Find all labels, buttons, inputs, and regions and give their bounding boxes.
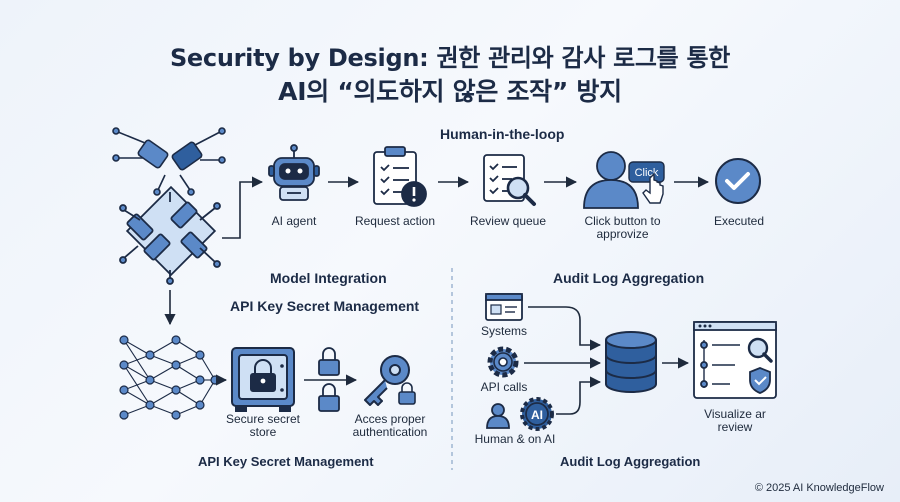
- authentication-label: Acces proper authentication: [352, 412, 428, 439]
- padlock-icon-bottom: [318, 383, 340, 412]
- human-in-the-loop-heading: Human-in-the-loop: [440, 126, 565, 142]
- ai-badge: AI: [531, 408, 543, 422]
- audit-log-heading: Audit Log Aggregation: [553, 270, 705, 286]
- api-key-footer: API Key Secret Management: [198, 454, 374, 469]
- request-action-label: Request action: [354, 214, 436, 228]
- database-icon: [605, 331, 657, 393]
- click-button-label: Click: [635, 167, 659, 179]
- checklist-magnifier-icon: [483, 154, 536, 206]
- api-calls-label: API calls: [480, 380, 528, 394]
- secure-store-label: Secure secret store: [225, 412, 301, 439]
- robot-icon: [268, 144, 320, 201]
- click-button[interactable]: Click: [628, 161, 665, 183]
- flow-lines: [524, 306, 690, 415]
- gear-icon: [487, 346, 519, 378]
- ai-agent-label: AI agent: [271, 214, 317, 228]
- clipboard-alert-icon: [373, 146, 427, 207]
- executed-label: Executed: [713, 214, 765, 228]
- key-icon: [364, 355, 410, 406]
- user-click-icon: [583, 151, 639, 209]
- copyright: © 2025 AI KnowledgeFlow: [754, 482, 884, 494]
- audit-log-footer: Audit Log Aggregation: [560, 454, 701, 469]
- click-approve-label: Click button to approvize: [584, 214, 661, 241]
- visualize-review-label: Visualize ar review: [704, 407, 766, 434]
- check-circle-icon: [715, 158, 761, 204]
- user-ai-icon: AI: [486, 397, 554, 431]
- padlock-icon-small: [398, 382, 416, 405]
- human-ai-label: Human & on AI: [474, 432, 556, 446]
- review-queue-label: Review queue: [469, 214, 547, 228]
- model-integration-heading: Model Integration: [270, 270, 387, 286]
- lattice-network-icon: [119, 185, 221, 285]
- systems-label: Systems: [480, 324, 527, 338]
- plug-connector-icon: [112, 127, 226, 196]
- padlock-icon-top: [318, 347, 340, 376]
- dashboard-icon: [693, 321, 777, 399]
- pointer-hand-icon: [642, 172, 664, 204]
- title-line-1: Security by Design: 권한 관리와 감사 로그를 통한: [169, 44, 731, 72]
- api-key-subheading: API Key Secret Management: [230, 298, 420, 314]
- title-line-2: AI의 “의도하지 않은 조작” 방지: [278, 77, 622, 106]
- safe-icon: [231, 347, 295, 412]
- window-icon: [485, 293, 523, 321]
- neural-network-icon: [119, 335, 220, 420]
